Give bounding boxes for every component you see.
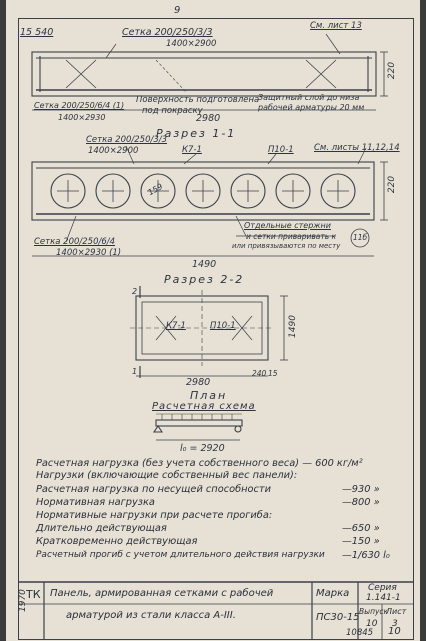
section2-width: 1490 [192,259,217,270]
plan-edge: 240 [252,369,267,378]
section1-title: Разрез 1-1 [156,127,237,140]
title-block-sheet-label: Лист [386,607,407,616]
title-block-issue-label: Выпуск [359,607,389,616]
title-block-code2: 10 [388,626,401,637]
title-block-series-value: 1.141-1 [366,593,401,603]
load-line-5: Нормативные нагрузки при расчете прогиба… [36,510,273,521]
section1-surface-note-2: под покраску [142,106,203,116]
section1-mesh-bottom-size: 1400×2930 [58,113,106,122]
title-block-description-2: арматурой из стали класса А-III. [66,610,236,621]
section2-frame-k7: К7-1 [182,145,202,155]
title-block-year: 1970 [18,589,28,612]
plan-width: 2980 [186,377,211,388]
section2-mesh-top: Сетка 200/250/3/3 [86,135,168,145]
sheet-frame [18,18,414,640]
section2-outline [31,161,375,221]
section2-height: 220 [387,175,398,194]
scheme-title: Расчетная схема [152,401,256,412]
section2-mesh-top-size: 1400×2900 [88,146,139,156]
section1-dim-left: 15 540 [20,27,54,38]
section2-loop-p10: П10-1 [268,145,294,155]
title-block-series-label: Серия [368,583,397,593]
plan-height: 1490 [287,315,298,338]
section1-cover-note-2: рабочей арматуры 20 мм [258,103,365,112]
title-block-tk: ТК [26,588,41,601]
load-value-8: —1/630 l₀ [342,550,390,561]
title-block-issue-value: 10 [366,619,378,629]
drawing-lines [18,33,414,640]
load-value-6: —650 » [342,523,380,534]
scheme-span: l₀ = 2920 [180,443,225,454]
section2-mesh-bottom-size: 1400×2930 (1) [56,248,122,258]
title-block-description-1: Панель, армированная сетками с рабочей [50,588,274,599]
section2-rod-note-2: и сетки приваривать к [246,232,337,241]
load-line-4: Нормативная нагрузка [36,497,155,508]
load-value-3: —930 » [342,484,380,495]
section2-rod-note-3: или привязываются по месту [232,242,341,250]
plan-title: План [190,389,228,402]
drawing-sheet: 9 [6,0,420,641]
section1-mesh-top-size: 1400×2900 [166,39,217,49]
plan-mark-2: 2 [132,287,138,296]
plan-mark-1: 1 [132,367,138,376]
title-block-mark-label: Марка [316,588,350,599]
load-line-7: Кратковременно действующая [36,536,198,547]
section1-outline [31,51,377,97]
section2-rod-note-num: 11б [353,233,368,242]
section1-height: 220 [387,61,398,80]
section2-mesh-bottom: Сетка 200/250/6/4 [34,237,116,247]
load-line-1: Расчетная нагрузка (без учета собственно… [36,458,363,469]
load-line-3: Расчетная нагрузка по несущей способност… [36,484,271,495]
section1-see-sheet: См. лист 13 [310,21,362,31]
load-line-6: Длительно действующая [36,523,167,534]
section2-rod-note-1: Отдельные стержни [244,221,331,230]
section2-title: Разрез 2-2 [164,273,245,286]
title-block-code: 10845 [346,628,374,638]
section1-mesh-top: Сетка 200/250/3/3 [122,27,213,38]
load-value-7: —150 » [342,536,380,547]
section1-cover-note-1: Защитный слой до низа [258,93,360,102]
section1-width: 2980 [196,113,221,124]
plan-frame-k7: К7-1 [166,321,186,331]
title-block-sheet-value: 3 [392,619,398,629]
load-value-4: —800 » [342,497,380,508]
section1-mesh-bottom: Сетка 200/250/6/4 (1) [34,101,125,110]
section2-see-sheets: См. листы 11,12,14 [314,143,400,153]
title-block-mark-value: ПС30-15 [316,612,360,623]
section1-surface-note-1: Поверхность подготовлена [136,95,260,105]
load-line-2: Нагрузки (включающие собственный вес пан… [36,470,298,481]
plan-edge2: 15 [268,369,278,378]
plan-loop-p10: П10-1 [210,321,236,331]
page-number: 9 [174,5,181,16]
load-line-8: Расчетный прогиб с учетом длительного де… [36,550,325,560]
